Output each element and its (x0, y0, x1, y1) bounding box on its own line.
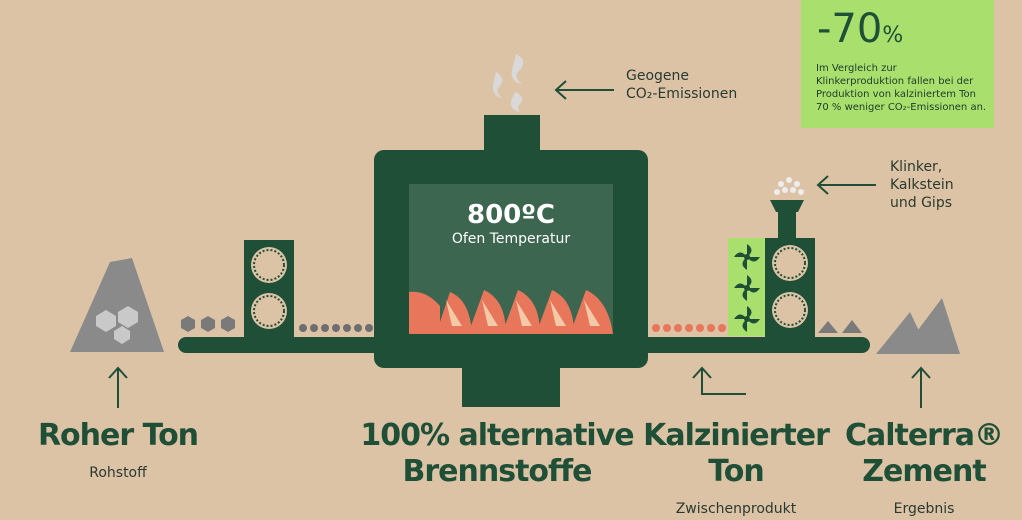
kiln-oven-icon (374, 115, 648, 407)
arrow-geogene-icon (554, 80, 614, 100)
clinker-granules-icon (774, 177, 804, 195)
cement-title: Calterra® Zement (844, 418, 1004, 489)
raw-clay-subtitle: Rohstoff (89, 465, 147, 481)
steam-icon (492, 54, 524, 112)
fuel-title: 100% alternative Brennstoffe (360, 418, 634, 489)
arrow-raw-icon (108, 366, 128, 408)
temperature-label: Ofen Temperatur (451, 231, 571, 247)
klinker-annotation: Klinker, Kalkstein und Gips (890, 159, 954, 211)
reduction-percent: -70% (817, 6, 904, 52)
geogene-annotation: Geogene CO₂-Emissionen (626, 68, 738, 102)
arrow-cement-icon (911, 366, 931, 408)
cement-mountain-icon (876, 298, 960, 354)
cement-subtitle: Ergebnis (893, 501, 955, 517)
calcined-clay-subtitle: Zwischenprodukt (675, 501, 797, 517)
small-peaks-icon (818, 320, 862, 333)
arrow-calcined-icon (692, 366, 746, 395)
clay-pebbles-icon (181, 316, 235, 332)
calcined-clay-title: Kalzinierter Ton (643, 418, 830, 489)
flames-icon (409, 290, 613, 334)
percent-sign: % (882, 23, 904, 48)
temperature-value: 800ºC (466, 200, 556, 230)
mixer-fans-icon (728, 238, 766, 336)
stat-box: -70% Im Vergleich zur Klinkerproduktion … (801, 0, 994, 128)
arrow-klinker-icon (816, 175, 876, 195)
oven-temperature: 800ºC Ofen Temperatur (409, 200, 613, 248)
pellets-orange-icon (652, 324, 726, 332)
raw-clay-title: Roher Ton (37, 418, 199, 453)
stat-description: Im Vergleich zur Klinkerproduktion falle… (816, 63, 987, 113)
raw-clay-rock-icon (70, 258, 164, 352)
pellets-grey-icon (299, 324, 373, 332)
crusher-right-icon (765, 200, 815, 337)
crusher-left-icon (244, 240, 294, 337)
